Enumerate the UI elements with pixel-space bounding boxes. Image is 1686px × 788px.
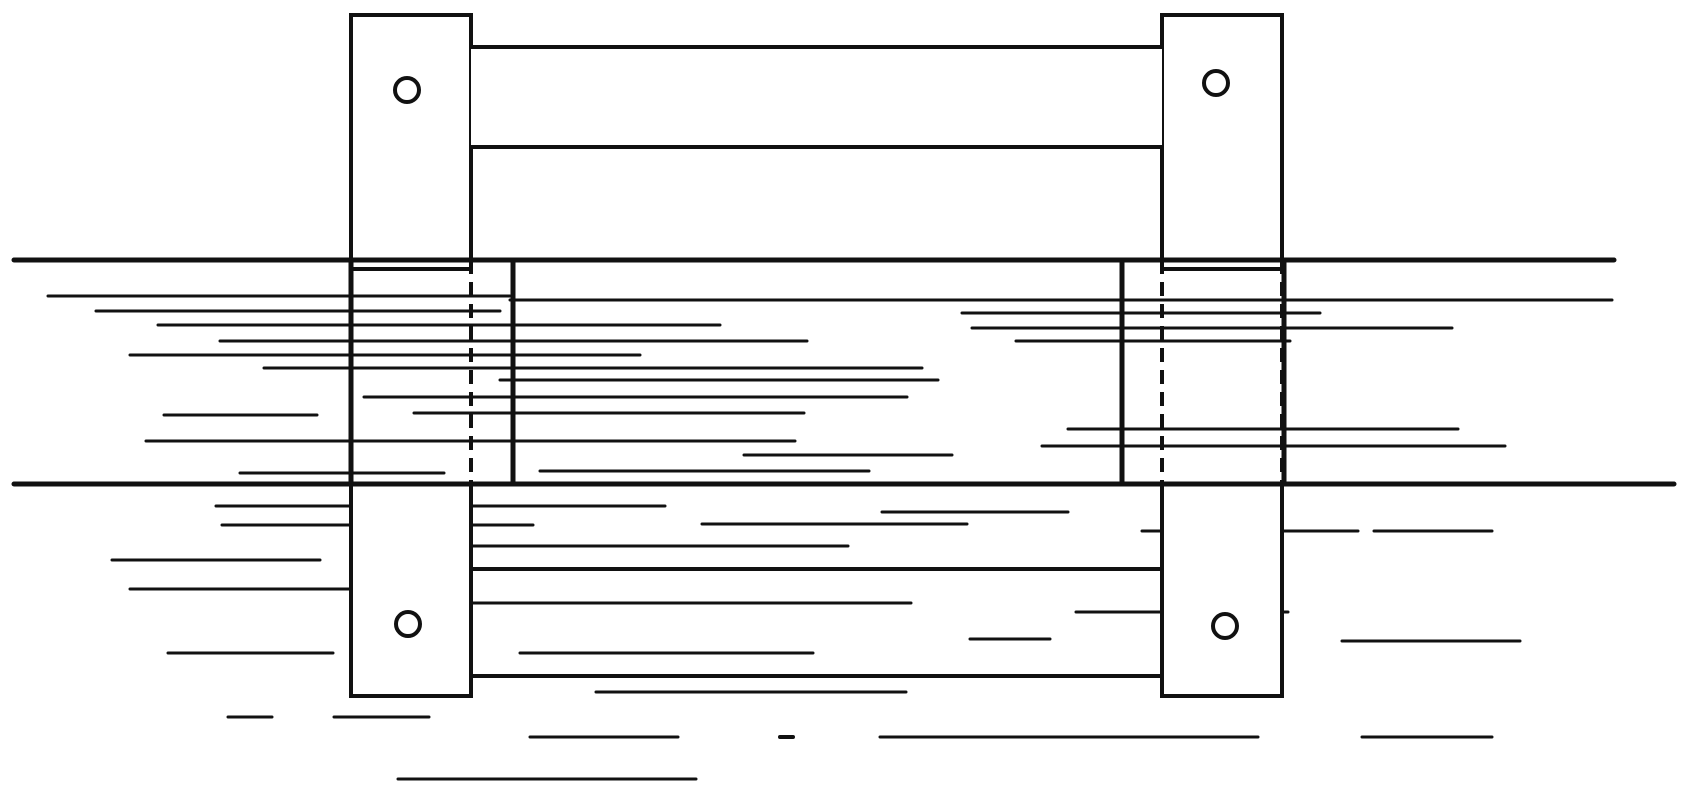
- bolt-hole: [393, 76, 421, 104]
- post: [349, 13, 473, 271]
- post: [349, 482, 473, 698]
- bolt-hole: [1202, 69, 1230, 97]
- submerged-block: [348, 257, 516, 487]
- bolt-hole: [1211, 612, 1239, 640]
- submerged-blocks: [348, 257, 1287, 487]
- frame-structure: [349, 13, 1284, 698]
- water-surface-lines: [11, 257, 1677, 781]
- post: [1160, 13, 1284, 271]
- upper-rail-panel: [471, 47, 1162, 147]
- submerged-block: [1119, 257, 1287, 487]
- post: [1160, 482, 1284, 698]
- bolt-hole: [394, 610, 422, 638]
